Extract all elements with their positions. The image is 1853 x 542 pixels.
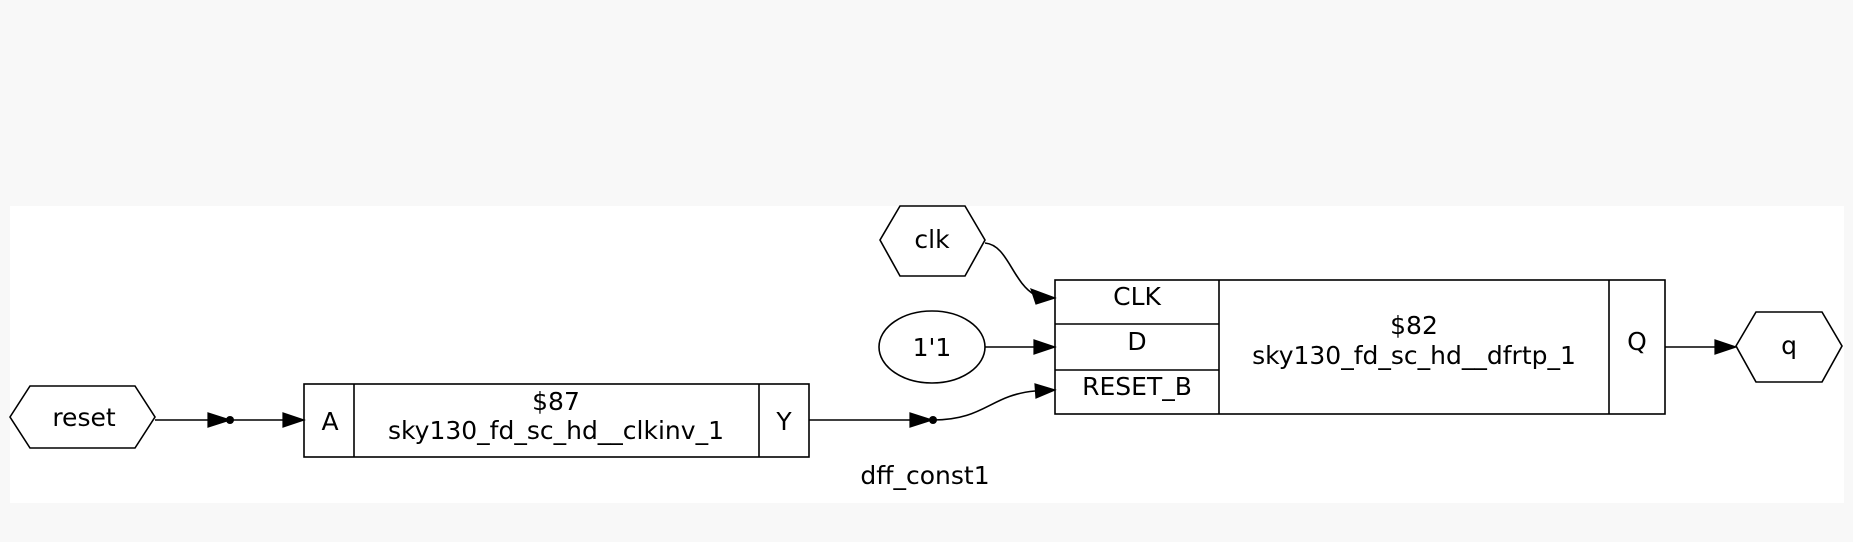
- dfrtp-pin-reset: RESET_B: [1082, 372, 1192, 401]
- dfrtp-pin-q: Q: [1627, 327, 1647, 356]
- clkinv-type: sky130_fd_sc_hd__clkinv_1: [388, 416, 724, 445]
- clkinv-pin-y: Y: [775, 407, 792, 436]
- wire-q: [1665, 339, 1738, 355]
- const-one-label: 1'1: [913, 333, 952, 362]
- clkinv-pin-a: A: [321, 407, 338, 436]
- wire-clk: [984, 242, 1057, 305]
- port-clk-label: clk: [914, 225, 950, 254]
- cell-clkinv[interactable]: A $87 sky130_fd_sc_hd__clkinv_1 Y: [303, 383, 810, 458]
- net-dff-const-label: dff_const1: [860, 461, 989, 490]
- dfrtp-id: $82: [1390, 311, 1438, 340]
- port-q-label: q: [1781, 331, 1797, 360]
- wire-reset: [155, 412, 306, 428]
- clkinv-id: $87: [532, 387, 580, 416]
- cell-dfrtp[interactable]: CLK D RESET_B $82 sky130_fd_sc_hd__dfrtp…: [1054, 279, 1666, 415]
- canvas-panel: [10, 206, 1844, 503]
- port-reset-label: reset: [52, 403, 116, 432]
- port-reset[interactable]: reset: [9, 385, 156, 449]
- dfrtp-pin-d: D: [1127, 327, 1146, 356]
- dfrtp-pin-clk: CLK: [1113, 282, 1161, 311]
- port-q[interactable]: q: [1735, 311, 1843, 383]
- wire-const: [985, 339, 1057, 355]
- wire-dff-const: dff_const1: [809, 383, 1057, 490]
- port-clk[interactable]: clk: [879, 205, 986, 277]
- dfrtp-type: sky130_fd_sc_hd__dfrtp_1: [1252, 341, 1576, 370]
